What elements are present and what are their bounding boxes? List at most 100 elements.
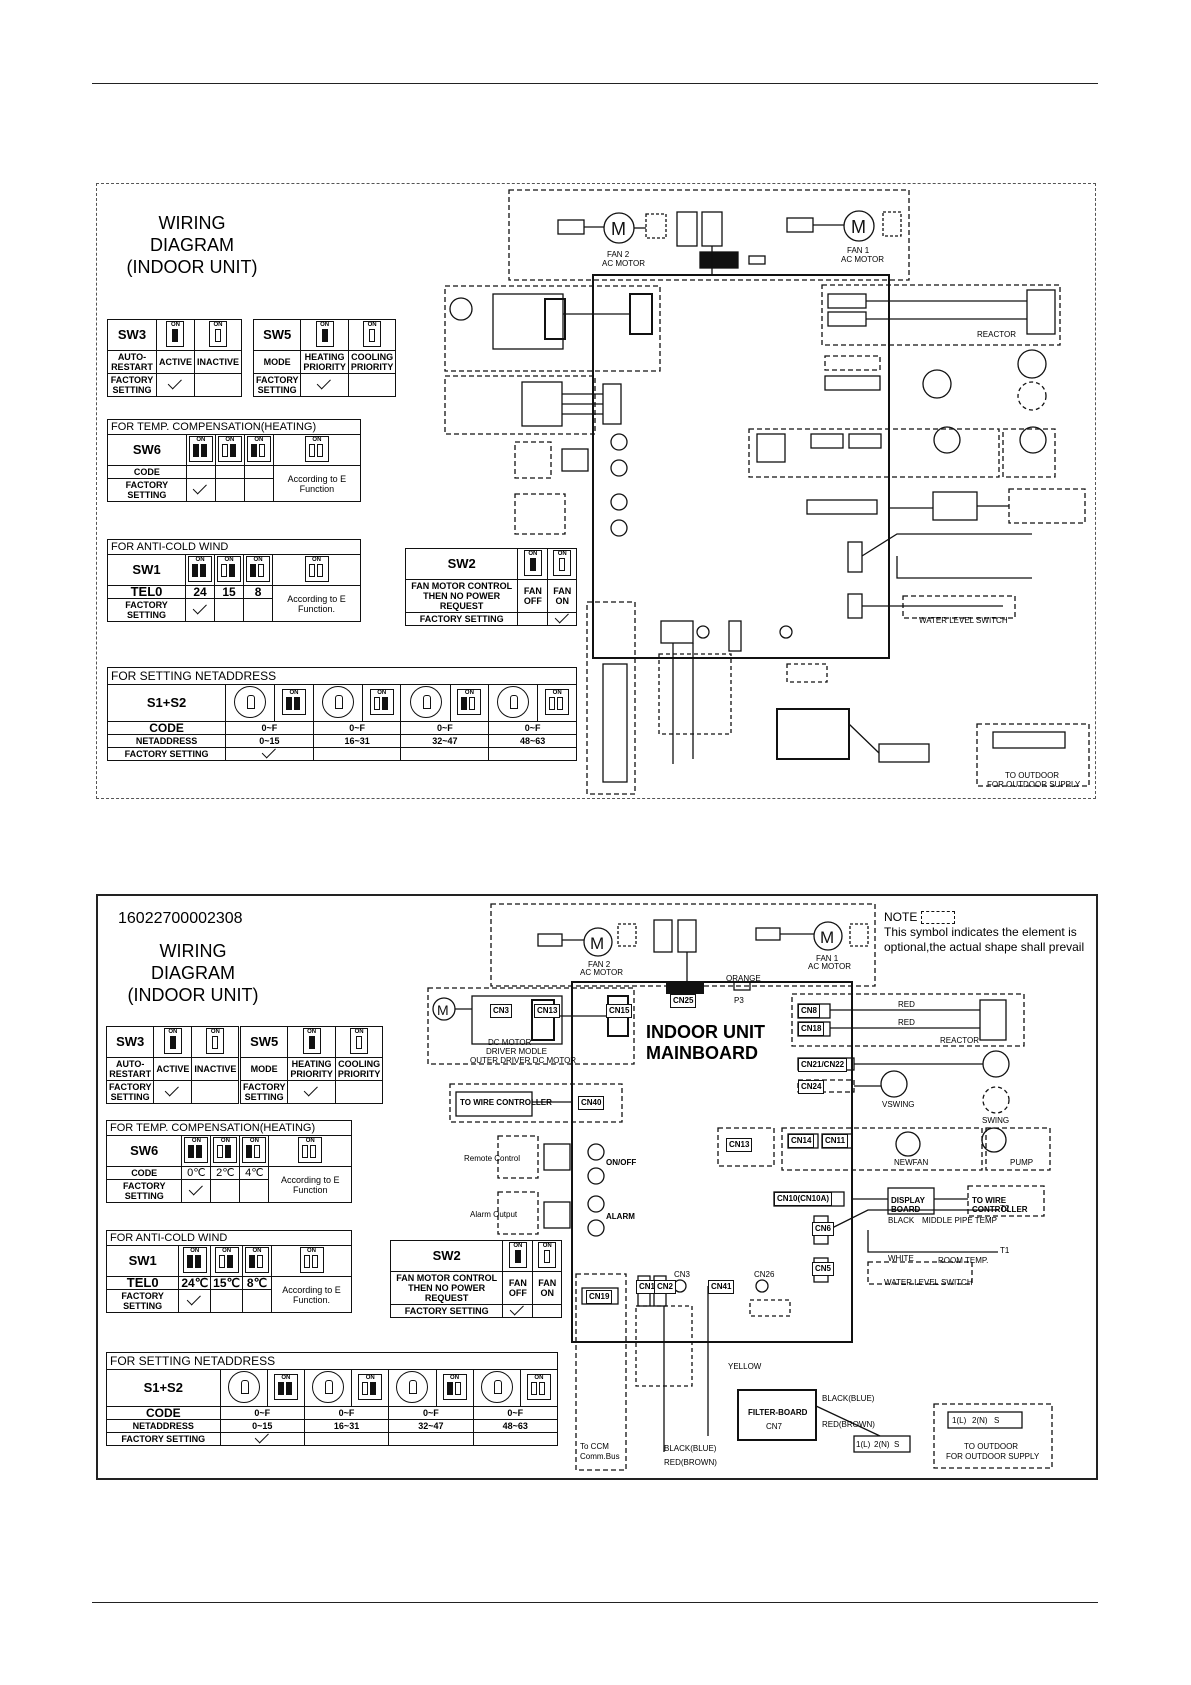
label-yellow: YELLOW xyxy=(728,1362,762,1371)
dip-switch-icon: ON xyxy=(217,436,242,462)
dip-switch-icon: ON xyxy=(363,321,382,347)
sw1-name: SW1 xyxy=(105,1245,180,1277)
dip-switch-icon: ON xyxy=(163,1028,182,1054)
connector-cn21-cn22: CN21/CN22 xyxy=(798,1058,848,1072)
check-icon xyxy=(192,600,207,615)
sw3-name: SW3 xyxy=(105,1026,155,1058)
label-orange: ORANGE xyxy=(726,974,761,983)
label-alarm: ALARM xyxy=(606,1212,635,1221)
sw1-according: According to E Function. xyxy=(271,1276,352,1313)
sw2-table-bottom: SW2 ON ON FAN MOTOR CONTROL THEN NO POWE… xyxy=(389,1240,562,1318)
net-range: 32~47 xyxy=(400,734,490,748)
sw1-caption: FOR ANTI-COLD WIND xyxy=(106,1230,352,1245)
connector-cn2: CN2 xyxy=(654,1280,677,1294)
dip-switch-icon: ON xyxy=(166,321,185,347)
dip-switch-icon: ON xyxy=(315,321,334,347)
sw6-table-bottom: FOR TEMP. COMPENSATION(HEATING) SW6 ON O… xyxy=(105,1120,352,1203)
label-ac-motor-2: AC MOTOR xyxy=(580,968,623,977)
sw2-fan-on: FAN ON xyxy=(532,1271,562,1305)
sw2-row-label: FAN MOTOR CONTROL THEN NO POWER REQUEST xyxy=(404,579,519,613)
label-fan2: FAN 2 xyxy=(588,960,611,969)
connector-cn24: CN24 xyxy=(798,1080,825,1094)
dip-switch-icon: ON xyxy=(442,1374,467,1400)
net-netaddress: NETADDRESS xyxy=(106,734,227,748)
sw5-cooling: COOLING PRIORITY xyxy=(334,1057,384,1081)
dip-switch-icon: ON xyxy=(358,1374,383,1400)
rotary-switch-icon xyxy=(321,686,354,718)
terminal-2n-outdoor: 2(N) xyxy=(972,1416,988,1425)
dip-switch-icon: ON xyxy=(184,1137,209,1163)
sw1-factory: FACTORY SETTING xyxy=(106,598,187,622)
dip-switch-icon: ON xyxy=(523,550,542,576)
label-water-level-switch: WATER LEVEL SWITCH xyxy=(919,616,1008,625)
net-range: 16~31 xyxy=(312,734,402,748)
rotary-switch-icon xyxy=(497,686,530,718)
sw3-factory: FACTORY SETTING xyxy=(107,373,157,397)
sw1-caption: FOR ANTI-COLD WIND xyxy=(107,539,361,554)
rotary-switch-icon xyxy=(409,686,442,718)
svg-text:M: M xyxy=(851,217,866,237)
check-icon xyxy=(186,1291,202,1306)
svg-text:M: M xyxy=(820,928,834,947)
net-code-value: 0~F xyxy=(303,1406,390,1420)
sw2-row-label: FAN MOTOR CONTROL THEN NO POWER REQUEST xyxy=(389,1271,504,1305)
check-icon xyxy=(193,480,208,495)
sw6-code-value: 0℃ xyxy=(181,1166,212,1180)
check-icon xyxy=(303,1082,318,1097)
sw5-name: SW5 xyxy=(252,319,302,351)
sw5-heating: HEATING PRIORITY xyxy=(300,350,349,374)
netaddress-table: FOR SETTING NETADDRESS S1+S2 ON ON ON ON… xyxy=(106,667,577,761)
label-water-level-switch: WATER LEVEL SWITCH xyxy=(884,1278,973,1287)
net-code-value: 0~F xyxy=(472,1406,559,1420)
sw6-caption: FOR TEMP. COMPENSATION(HEATING) xyxy=(106,1120,352,1135)
sw5-name: SW5 xyxy=(239,1026,289,1058)
dip-switch-icon: ON xyxy=(282,689,307,715)
label-alarm-output: Alarm Output xyxy=(470,1210,518,1219)
sw1-value: 24 xyxy=(185,585,216,599)
sw6-code: CODE xyxy=(105,1166,183,1180)
sw2-fan-on: FAN ON xyxy=(547,579,577,613)
dip-switch-icon: ON xyxy=(304,436,329,462)
net-code-value: 0~F xyxy=(388,1406,474,1420)
sw6-name: SW6 xyxy=(105,1135,183,1167)
label-for-outdoor-supply: FOR OUTDOOR SUPPLY xyxy=(987,780,1081,789)
sw6-name: SW6 xyxy=(107,434,187,466)
dip-switch-icon: ON xyxy=(273,1374,298,1400)
connector-cn10: CN10(CN10A) xyxy=(774,1192,833,1206)
sw1-factory: FACTORY SETTING xyxy=(105,1289,180,1313)
label-ac-motor-2: AC MOTOR xyxy=(602,259,645,268)
sw1-value: 24℃ xyxy=(178,1276,212,1290)
sw3-row-label: AUTO-RESTART xyxy=(107,350,157,374)
sw3-row-label: AUTO-RESTART xyxy=(105,1057,155,1081)
label-dc-motor: DC MOTOR xyxy=(488,1038,532,1047)
dip-switch-icon: ON xyxy=(526,1374,551,1400)
label-cn26: CN26 xyxy=(754,1270,775,1279)
sw3-table: SW3 ON ON AUTO-RESTART ACTIVE INACTIVE F… xyxy=(107,319,243,397)
mainboard-label: INDOOR UNIT MAINBOARD xyxy=(646,1022,765,1063)
svg-text:M: M xyxy=(611,219,626,239)
label-black-blue-2: BLACK(BLUE) xyxy=(664,1444,717,1453)
label-white: WHITE xyxy=(888,1254,914,1263)
connector-cn3: CN3 xyxy=(490,1004,513,1018)
dip-switch-icon: ON xyxy=(246,556,271,582)
label-outer-driver: OUTER DRIVER DC MOTOR xyxy=(470,1056,577,1065)
dip-switch-icon: ON xyxy=(245,1247,269,1273)
terminal-1l-outdoor: 1(L) xyxy=(952,1416,967,1425)
sw3-active: ACTIVE xyxy=(155,350,195,374)
label-ac-motor-1: AC MOTOR xyxy=(841,255,884,264)
connector-cn13: CN13 xyxy=(726,1138,753,1152)
sw1-table: FOR ANTI-COLD WIND SW1 ON ON ON ON TEL0 … xyxy=(106,539,361,622)
svg-text:M: M xyxy=(590,934,604,953)
wiring-diagram-top: WIRING DIAGRAM (INDOOR UNIT) M M xyxy=(96,183,1096,799)
label-display-board: DISPLAY BOARD xyxy=(891,1196,925,1214)
part-code: 16022700002308 xyxy=(118,910,243,927)
sw1-name: SW1 xyxy=(106,554,187,586)
sw5-row-label: MODE xyxy=(252,350,302,374)
dip-switch-icon: ON xyxy=(545,689,570,715)
sw6-according: According to E Function xyxy=(268,1166,352,1203)
sw1-table-bottom: FOR ANTI-COLD WIND SW1 ON ON ON ON TEL0 … xyxy=(105,1230,352,1313)
rotary-switch-icon xyxy=(396,1371,429,1403)
label-red: RED xyxy=(898,1018,915,1027)
label-onoff: ON/OFF xyxy=(606,1158,637,1167)
label-room-temp: ROOM TEMP. xyxy=(938,1256,989,1265)
